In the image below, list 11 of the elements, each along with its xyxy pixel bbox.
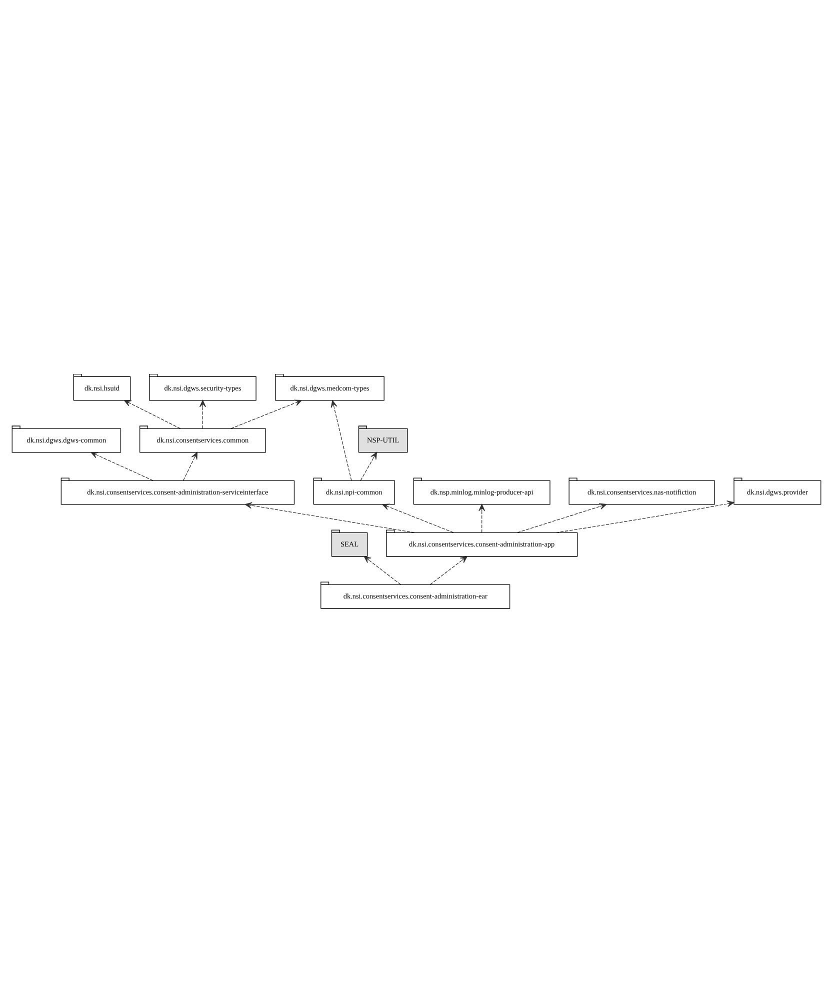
- arrow: [360, 452, 377, 481]
- arrow: [556, 500, 734, 533]
- arrow: [90, 452, 154, 481]
- arrow: [330, 400, 352, 481]
- arrow: [199, 400, 206, 429]
- arrow: [230, 400, 302, 429]
- arrow: [182, 452, 198, 481]
- arrow: [478, 504, 486, 533]
- arrow: [430, 556, 468, 585]
- arrow: [364, 556, 402, 585]
- arrow: [517, 503, 607, 533]
